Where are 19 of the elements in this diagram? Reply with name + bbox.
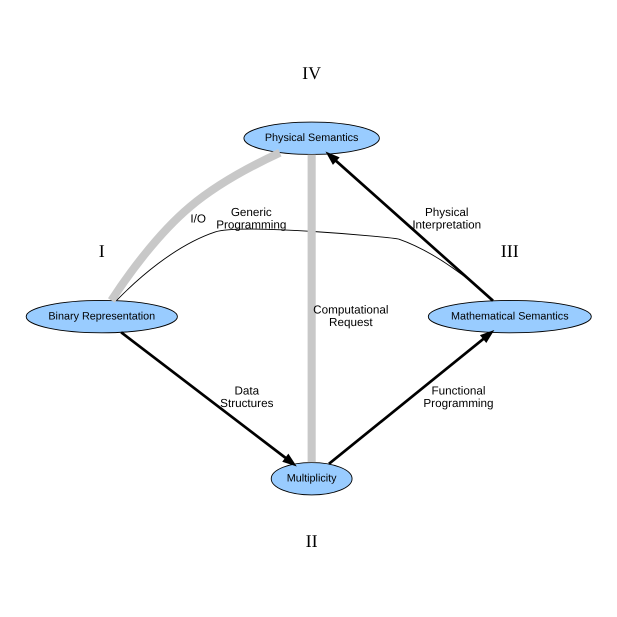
arrow: [328, 330, 494, 465]
node-label: IV: [302, 62, 322, 83]
node-ellipse: Multiplicity: [270, 462, 353, 496]
connector: [308, 154, 316, 462]
node-label: III: [500, 241, 519, 262]
node-ellipse: Physical Semantics: [243, 122, 380, 155]
edge-label: Functional Programming: [423, 384, 494, 410]
edge-label: Computational Request: [313, 303, 389, 329]
edge-label: Data Structures: [220, 384, 274, 410]
node-ellipse: Mathematical Semantics: [428, 300, 592, 334]
node-ellipse: Binary Representation: [26, 300, 178, 334]
edge-label: Generic Programming: [216, 206, 286, 232]
arrow: [120, 331, 297, 466]
node-label: I: [98, 241, 105, 262]
edge-label: Physical Interpretation: [412, 206, 482, 232]
node-label: II: [306, 531, 318, 552]
edge-label: I/O: [190, 212, 206, 226]
arrow: [326, 152, 494, 302]
connector: [108, 149, 282, 303]
